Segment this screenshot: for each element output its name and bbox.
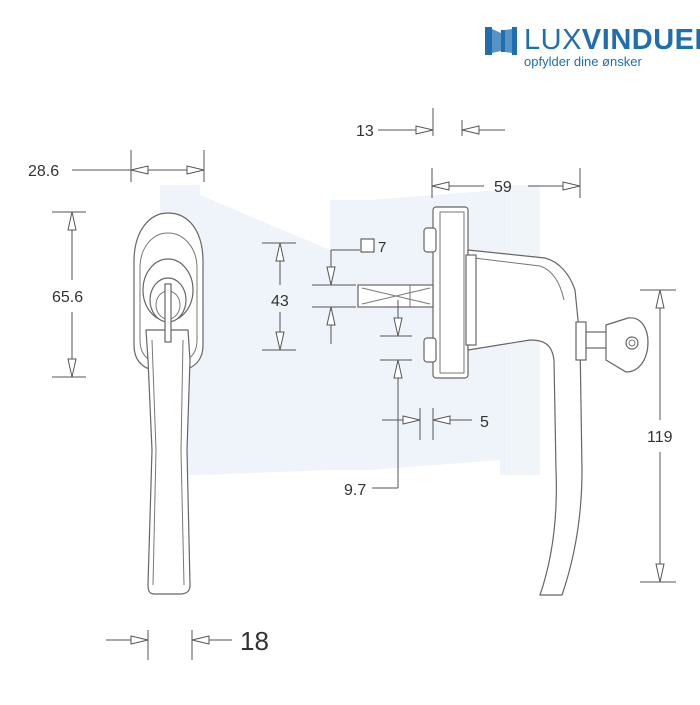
dim-screw-spacing: 43 (262, 242, 296, 351)
screw-top (423, 227, 437, 253)
brand-logo: LUXVINDUER opfylder dine ønsker (484, 22, 700, 72)
brand-tagline: opfylder dine ønsker (524, 54, 642, 69)
handle-side-view (357, 206, 587, 596)
base-plate (432, 206, 469, 379)
brand-name-light: LUX (524, 24, 582, 56)
screw-bottom (423, 337, 437, 363)
label-5: 5 (480, 414, 489, 431)
dim-total-depth: 59 (431, 168, 581, 198)
window-frame-icon (485, 27, 517, 55)
label-18: 18 (240, 626, 269, 656)
lever-side-edge (473, 257, 565, 301)
dim-spindle-tip: 5 (382, 408, 489, 440)
lock-cylinder-side (575, 321, 587, 361)
base-plate-inner (439, 211, 465, 374)
handle-front-view (133, 212, 204, 595)
square-icon (360, 238, 375, 253)
lever-edge (151, 339, 157, 586)
dim-spindle-length: 9.7 (344, 300, 412, 499)
key-icon (585, 317, 649, 373)
dim-base-depth: 18 (106, 626, 269, 660)
label-59: 59 (494, 179, 512, 196)
lever-side (467, 249, 583, 596)
lever-edge-right (180, 339, 185, 586)
label-13: 13 (356, 123, 374, 140)
label-119: 119 (647, 429, 673, 446)
label-9-7: 9.7 (344, 482, 366, 499)
lever-hub (465, 254, 477, 346)
key-slot (164, 283, 172, 343)
label-7: 7 (378, 239, 386, 256)
label-28-6: 28.6 (28, 163, 59, 180)
label-43: 43 (271, 293, 289, 310)
brand-name-bold: VINDUER (581, 24, 700, 56)
dim-spindle-offset: 13 (356, 108, 505, 140)
dim-spindle-square: 7 (312, 238, 386, 344)
dim-height-head: 65.6 (52, 211, 86, 378)
brand-name: LUXVINDUER (524, 24, 700, 56)
dim-width-head: 28.6 (28, 150, 205, 182)
dim-lever-length: 119 (640, 289, 676, 583)
lever-body (145, 329, 191, 595)
label-65-6: 65.6 (52, 289, 83, 306)
